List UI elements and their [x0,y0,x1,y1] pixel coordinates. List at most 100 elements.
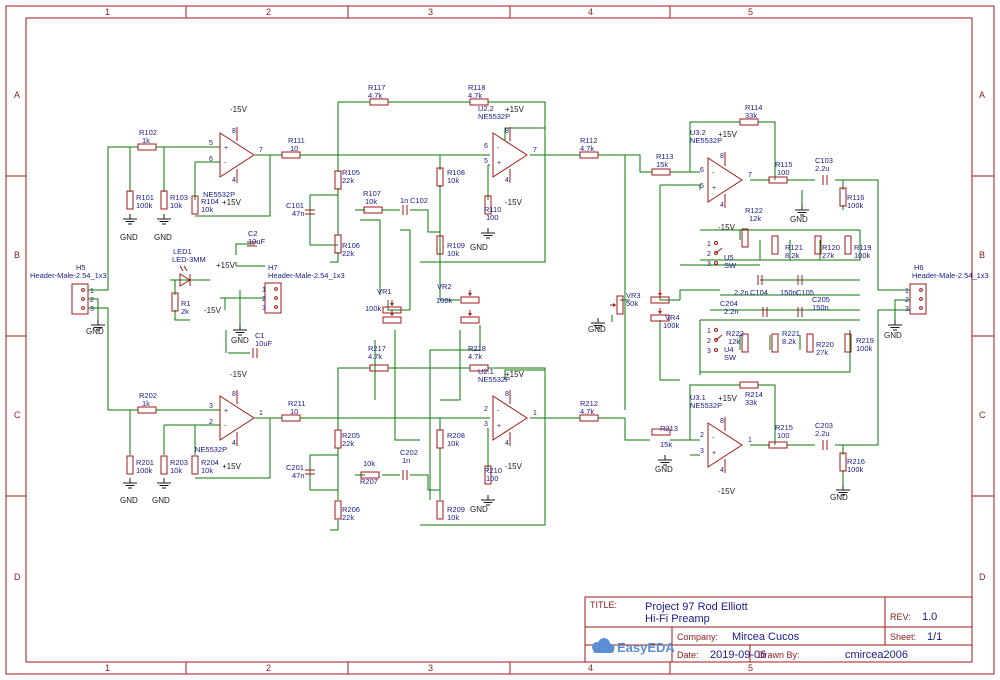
h6-symbol [909,283,927,315]
c103-symbol [822,174,828,186]
u32-part: NE5532P [690,136,722,145]
r110-label: R110 [484,205,501,214]
easyeda-logo-text: EasyEDA [617,640,675,655]
u32-pin4: 4 [720,202,724,209]
r212-label: R212 [580,399,598,408]
r108-symbol [436,167,444,187]
frame-row-d-right: D [979,572,986,582]
r101-label: R101 [136,193,154,202]
u22-pin7: 7 [533,147,537,154]
r105-symbol [334,170,342,190]
r209-symbol [436,500,444,520]
led1-symbol [179,265,191,287]
c203-value: 2.2u [815,429,830,438]
u31-pin8: 8 [720,418,724,425]
u22-minus-pin: - [497,145,500,152]
r122-symbol [741,228,749,248]
u31-pin2: 2 [700,432,704,439]
r118-value: 4.7k [468,91,482,100]
vr2b-symbol [460,309,480,324]
r111-value: 10 [290,144,298,153]
u32-pin8: 8 [720,153,724,160]
u32-minus-pin: - [712,170,715,177]
u5-pin2: 2 [707,251,711,258]
c201-value: 47n [292,471,305,480]
r209-label: R209 [447,505,465,514]
u22-part: NE5532P [478,112,510,121]
h5-pin3: 3 [90,306,94,313]
opamp-pin-labels: + - 5 6 7 8 4 - + 6 5 7 8 4 - + 6 5 7 8 … [209,128,752,474]
gnd-label: GND [231,336,249,345]
u4-pin3: 3 [707,348,711,355]
r120-label: R120 [822,243,840,252]
u12-symbol [219,126,255,184]
r119-symbol [844,235,852,255]
gnd-symbol [480,227,496,239]
u22-pin5: 5 [484,158,488,165]
r206-label: R206 [342,505,360,514]
u11-pin8: 8 [232,391,236,398]
gnd-label: GND [86,327,104,336]
r201-label: R201 [136,458,154,467]
gnd-symbol [887,319,903,331]
r110-value: 100 [486,213,499,222]
u21-label: U2.1 [478,367,494,376]
r115-value: 100 [777,168,790,177]
c101-value: 47n [292,209,305,218]
frame-col-2-top: 2 [266,7,271,17]
u31-pin3: 3 [700,448,704,455]
gnd-symbol [232,324,248,336]
h7-label: H7 [268,263,278,272]
u32-label: U3.2 [690,128,706,137]
u32-symbol [707,151,743,209]
u11-pin2: 2 [209,419,213,426]
u12-part: NE5532P [203,190,235,199]
h5-pin2: 2 [90,297,94,304]
r217-symbol [369,364,389,372]
h7-pin2: 2 [262,296,266,303]
u11-pin1: 1 [259,410,263,417]
vr3-label: VR3 [626,291,641,300]
r204-label: R204 [201,458,219,467]
r118-label: R118 [468,83,485,92]
gnd-label: GND [470,505,488,514]
r207-value: 10k [363,459,375,468]
u12-pin4: 4 [232,177,236,184]
vneg-label: -15V [505,198,523,207]
u4-pin2: 2 [707,338,711,345]
r107-value: 10k [365,197,377,206]
r204-symbol [191,455,199,475]
vneg-label: -15V [718,223,736,232]
r1-value: 2k [181,307,189,316]
gnd-label: GND [790,215,808,224]
sheet-label: Sheet: [890,632,916,642]
u12-pin5: 5 [209,140,213,147]
r116-value: 100k [847,201,864,210]
u22-pin8: 8 [505,128,509,135]
vr4-label: VR4 [665,313,680,322]
r116-label: R116 [847,193,864,202]
r217-value: 4.7k [368,352,382,361]
u21-minus-pin: - [497,408,500,415]
r213-label: R213 [660,424,678,433]
r208-symbol [436,429,444,449]
title-label: TITLE: [590,600,617,610]
component-labels: R102 1k R101 100k R103 10k R104 10k NE55… [30,83,989,522]
gnd-label: GND [830,493,848,502]
gnd-symbol [156,213,172,225]
vr3-value: 50k [626,299,638,308]
r122-label: R122 [745,206,763,215]
r201-symbol [126,455,134,475]
r218-label: R218 [468,344,486,353]
u22-plus-pin: + [497,160,501,167]
r105-value: 22k [342,176,354,185]
r117-label: R117 [368,83,385,92]
c104-label: C104 [750,288,768,297]
frame-row-b-right: B [979,250,985,260]
vr1b-symbol [382,309,402,324]
u5-label: U5 [724,253,734,262]
r213-value: 15k [660,440,672,449]
u21-pin2: 2 [484,406,488,413]
u21-plus-pin: + [497,423,501,430]
gnd-label: GND [655,465,673,474]
